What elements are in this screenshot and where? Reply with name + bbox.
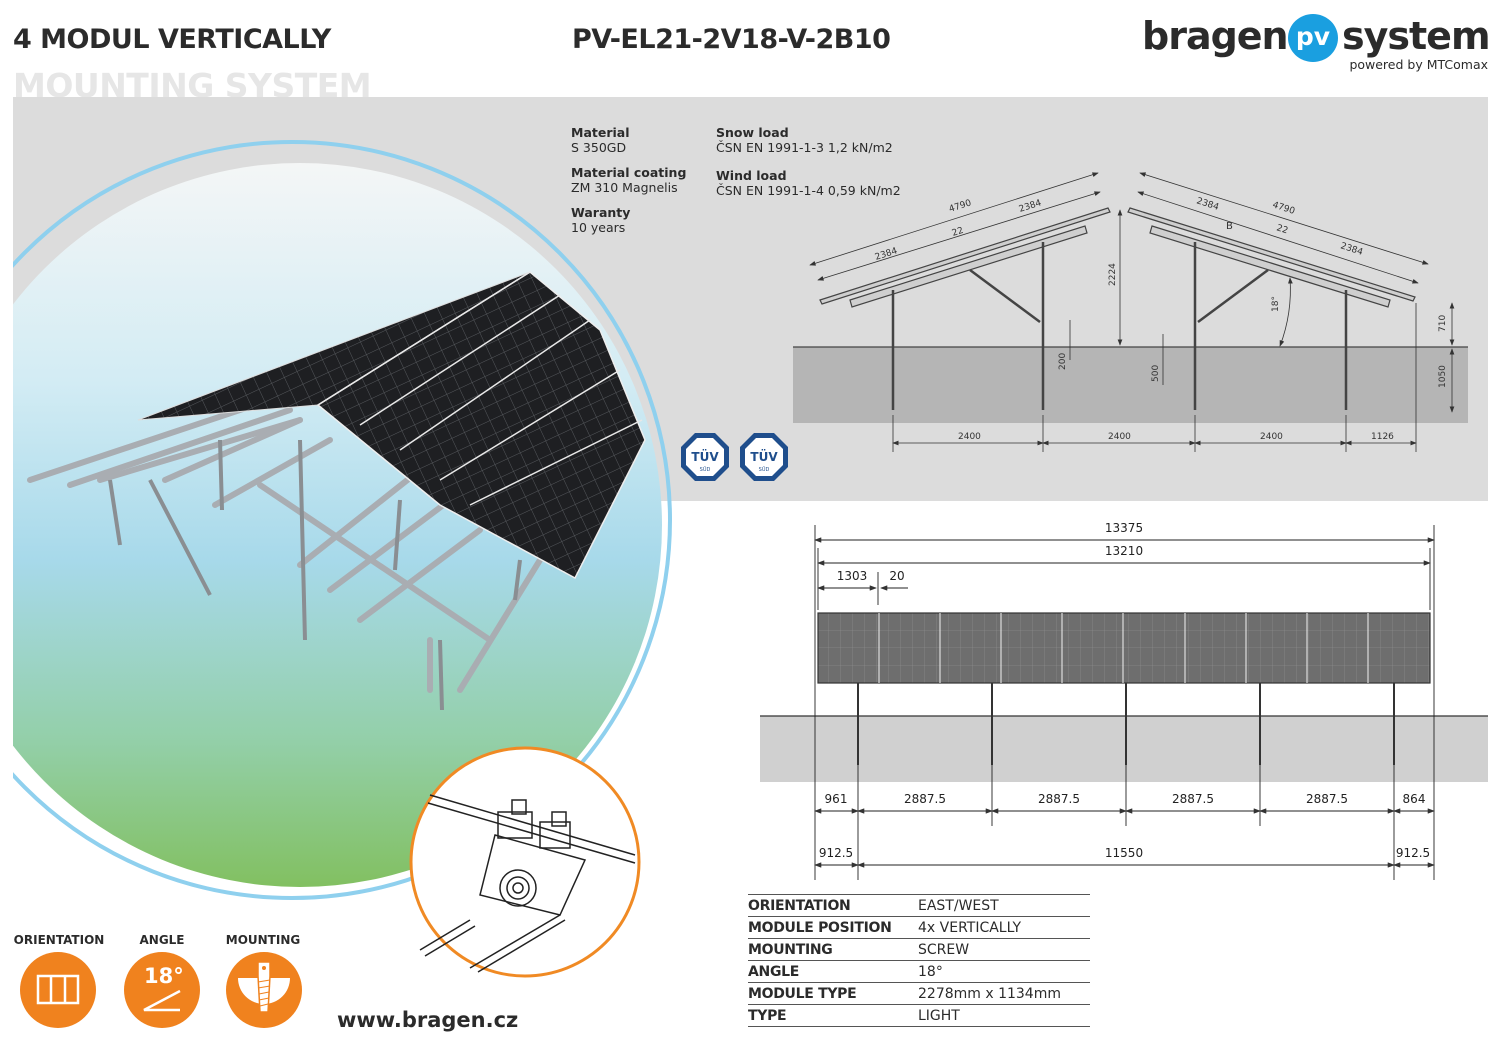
orientation-label: ORIENTATION — [13, 933, 105, 947]
svg-text:20: 20 — [889, 569, 904, 583]
svg-text:SÜD: SÜD — [759, 466, 770, 473]
spec-value: S 350GD — [571, 140, 627, 155]
spec-label: Snow load — [716, 125, 789, 140]
table-row: MODULE POSITION 4x VERTICALLY — [748, 917, 1090, 939]
row-value: EAST/WEST — [918, 897, 999, 914]
svg-text:912.5: 912.5 — [1396, 846, 1430, 860]
spec-value: ZM 310 Magnelis — [571, 180, 678, 195]
spec-warranty: Waranty 10 years — [571, 205, 630, 235]
svg-text:2887.5: 2887.5 — [1306, 792, 1348, 806]
svg-text:1050: 1050 — [1438, 365, 1448, 388]
logo-pv-badge: pv — [1288, 14, 1338, 62]
svg-text:2224: 2224 — [1108, 263, 1118, 286]
side-view-drawing: 4790 2384 2384 22 2384 4790 2384 22 B 22… — [793, 172, 1468, 452]
brand-logo: bragen pv system powered by MTComax — [1142, 14, 1491, 74]
table-row: MOUNTING SCREW — [748, 939, 1090, 961]
svg-text:2400: 2400 — [958, 432, 981, 442]
svg-text:22: 22 — [1275, 223, 1289, 236]
angle-icon-value: 18° — [144, 964, 184, 988]
solar-array-illustration — [27, 271, 646, 711]
row-label: MODULE TYPE — [748, 985, 857, 1002]
hero-circle-outline — [13, 140, 672, 900]
spec-label: Material coating — [571, 165, 687, 180]
svg-text:500: 500 — [1151, 365, 1161, 382]
spec-value: ČSN EN 1991-1-4 0,59 kN/m2 — [716, 183, 901, 198]
table-row: TYPE LIGHT — [748, 1005, 1090, 1027]
svg-text:961: 961 — [825, 792, 848, 806]
svg-text:2887.5: 2887.5 — [1172, 792, 1214, 806]
row-value: 4x VERTICALLY — [918, 919, 1022, 936]
svg-text:864: 864 — [1403, 792, 1426, 806]
properties-table: ORIENTATION EAST/WEST MODULE POSITION 4x V… — [748, 894, 1090, 1027]
spec-value: 10 years — [571, 220, 626, 235]
logo-text-right: system — [1342, 14, 1491, 58]
table-row: MODULE TYPE 2278mm x 1134mm — [748, 983, 1090, 1005]
svg-text:2887.5: 2887.5 — [904, 792, 946, 806]
spec-label: Wind load — [716, 168, 787, 183]
svg-text:TÜV: TÜV — [691, 449, 719, 464]
svg-text:13375: 13375 — [1105, 521, 1143, 535]
spec-snow-load: Snow load ČSN EN 1991-1-3 1,2 kN/m2 — [716, 125, 893, 155]
svg-text:1303: 1303 — [837, 569, 868, 583]
angle-label: ANGLE — [139, 933, 185, 947]
tuv-badge-2: TÜV SÜD — [740, 433, 788, 481]
row-value: SCREW — [918, 941, 970, 958]
spec-value: ČSN EN 1991-1-3 1,2 kN/m2 — [716, 140, 893, 155]
module-array — [817, 612, 1431, 684]
table-row: ORIENTATION EAST/WEST — [748, 895, 1090, 917]
detail-circle — [409, 746, 641, 978]
svg-text:2400: 2400 — [1108, 432, 1131, 442]
spec-coating: Material coating ZM 310 Magnelis — [571, 165, 686, 195]
website-link[interactable]: www.bragen.cz — [337, 1008, 519, 1032]
mounting-screw-icon — [226, 952, 302, 1028]
svg-text:2887.5: 2887.5 — [1038, 792, 1080, 806]
spec-label: Material — [571, 125, 630, 140]
spec-wind-load: Wind load ČSN EN 1991-1-4 0,59 kN/m2 — [716, 168, 901, 198]
detail-zoom-illustration — [409, 746, 641, 978]
spec-material: Material S 350GD — [571, 125, 630, 155]
row-value: LIGHT — [918, 1007, 960, 1024]
row-label: TYPE — [748, 1007, 787, 1024]
ground — [793, 347, 1468, 423]
angle-icon: 18° — [124, 952, 200, 1028]
page-title: 4 MODUL VERTICALLY — [13, 24, 331, 55]
logo-text-left: bragen — [1142, 14, 1289, 58]
ground — [760, 716, 1488, 782]
svg-text:11550: 11550 — [1105, 846, 1143, 860]
svg-text:1126: 1126 — [1371, 432, 1394, 442]
svg-text:200: 200 — [1058, 353, 1068, 370]
row-value: 2278mm x 1134mm — [918, 985, 1061, 1002]
row-label: MOUNTING — [748, 941, 833, 958]
row-value: 18° — [918, 963, 943, 980]
svg-text:22: 22 — [951, 226, 965, 239]
row-label: ANGLE — [748, 963, 800, 980]
svg-text:13210: 13210 — [1105, 544, 1143, 558]
product-code: PV-EL21-2V18-V-2B10 — [572, 24, 891, 55]
orientation-icon — [20, 952, 96, 1028]
svg-text:SÜD: SÜD — [700, 466, 711, 473]
svg-text:18°: 18° — [1271, 296, 1281, 312]
logo-tagline: powered by MTComax — [1349, 57, 1488, 72]
front-view-drawing: 13375 13210 1303 20 961 2887.5 2887.5 28… — [760, 521, 1488, 880]
svg-text:B: B — [1226, 221, 1233, 232]
svg-text:TÜV: TÜV — [750, 449, 778, 464]
svg-text:912.5: 912.5 — [819, 846, 853, 860]
spec-label: Waranty — [571, 205, 631, 220]
row-label: ORIENTATION — [748, 897, 851, 914]
mounting-label: MOUNTING — [225, 933, 301, 947]
tuv-badge-1: TÜV SÜD — [681, 433, 729, 481]
row-label: MODULE POSITION — [748, 919, 892, 936]
table-row: ANGLE 18° — [748, 961, 1090, 983]
svg-text:710: 710 — [1438, 315, 1448, 332]
svg-text:2400: 2400 — [1260, 432, 1283, 442]
